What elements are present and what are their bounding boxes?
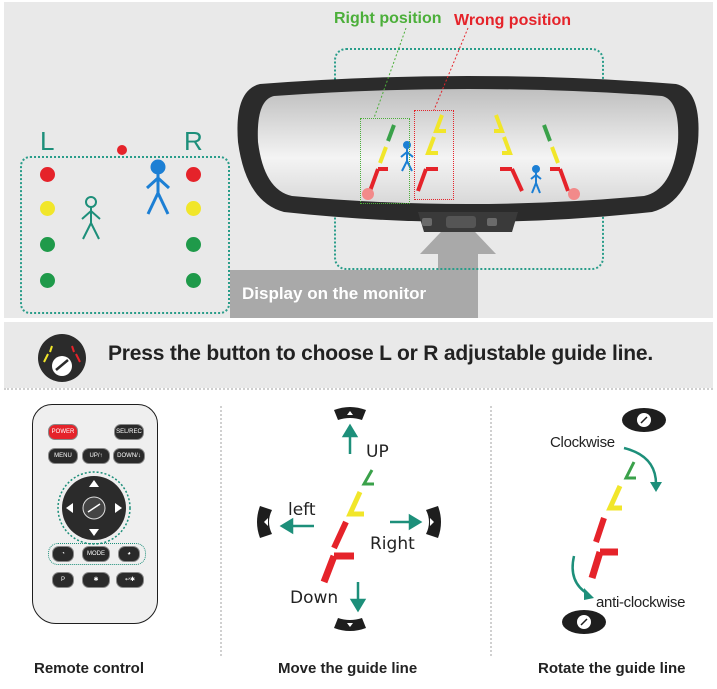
up-label: UP xyxy=(366,442,389,462)
remote-caption: Remote control xyxy=(34,660,145,677)
instruction-title: Press the button to choose L or R adjust… xyxy=(108,342,653,365)
sel-rec-button[interactable]: SEL/REC xyxy=(114,424,144,440)
left-dot-green xyxy=(40,237,55,252)
wrong-position-box xyxy=(414,110,454,200)
dpad[interactable] xyxy=(54,470,134,546)
mode-row-highlight xyxy=(48,543,146,565)
menu-button[interactable]: MENU xyxy=(48,448,78,464)
pedestrian-small-icon xyxy=(81,196,101,240)
move-guide-diagram xyxy=(257,407,441,631)
right-dot-green xyxy=(186,237,201,252)
right-dot-red xyxy=(186,167,201,182)
instruction-divider xyxy=(4,388,713,390)
left-label: left xyxy=(288,500,316,520)
back-star-button[interactable]: ↩✱ xyxy=(116,572,144,588)
left-dot-red xyxy=(40,167,55,182)
move-caption: Move the guide line xyxy=(278,660,418,677)
monitor-arrow-shape xyxy=(230,214,496,318)
pedestrian-large-icon xyxy=(145,159,171,215)
down-button[interactable]: DOWN/↓ xyxy=(113,448,145,464)
guide-line-button-icon xyxy=(38,334,86,382)
rearview-mirror xyxy=(237,76,699,232)
power-button[interactable]: POWER xyxy=(48,424,78,440)
mirror-guide-lines xyxy=(362,114,580,200)
rotate-guide-diagram xyxy=(562,408,666,634)
center-red-dot xyxy=(117,145,127,155)
star-button[interactable]: ✱ xyxy=(82,572,110,588)
anticlockwise-label: anti-clockwise xyxy=(596,594,686,611)
p-button[interactable]: P xyxy=(52,572,74,588)
instruction-band xyxy=(4,322,713,388)
left-dot-green-2 xyxy=(40,273,55,288)
right-position-box xyxy=(360,118,410,204)
down-label: Down xyxy=(290,588,339,608)
clockwise-label: Clockwise xyxy=(550,434,615,451)
right-label: Right xyxy=(370,534,415,554)
lr-diagram-box xyxy=(20,156,230,314)
wrong-position-label: Wrong position xyxy=(454,12,572,29)
right-dot-green-2 xyxy=(186,273,201,288)
left-guide-button[interactable]: ◔ xyxy=(52,546,74,562)
bottom-panel: Press the button to choose L or R adjust… xyxy=(4,322,713,686)
left-dot-yellow xyxy=(40,201,55,216)
callout-lines xyxy=(373,27,469,119)
left-side-label: L xyxy=(40,126,55,156)
mode-button[interactable]: MODE xyxy=(82,546,110,562)
right-position-label: Right position xyxy=(334,10,442,27)
top-panel: L R Display on the monitor xyxy=(4,2,713,318)
column-separator-2 xyxy=(490,406,492,656)
rotate-caption: Rotate the guide line xyxy=(538,660,686,677)
monitor-caption: Display on the monitor xyxy=(242,284,427,303)
column-separator-1 xyxy=(220,406,222,656)
right-dot-yellow xyxy=(186,201,201,216)
right-side-label: R xyxy=(184,126,203,156)
up-button[interactable]: UP/↑ xyxy=(82,448,110,464)
right-guide-button[interactable]: ◕ xyxy=(118,546,140,562)
